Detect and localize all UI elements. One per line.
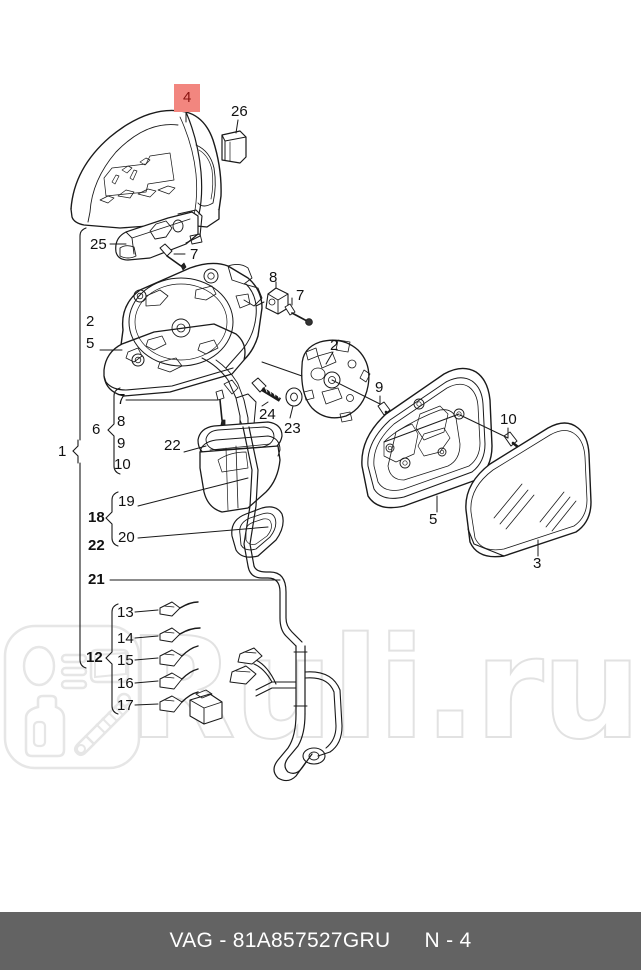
callout-5-left: 5 [86,335,95,352]
part-wiring-harness [189,426,343,782]
callout-9: 9 [375,379,384,396]
part-connector-15 [159,645,199,667]
part-connector-17 [159,691,199,713]
callout-20: 20 [118,529,135,546]
callout-21: 21 [88,571,105,588]
callout-9-group: 9 [117,435,126,452]
callout-14: 14 [117,630,134,647]
callout-22-group: 22 [88,537,105,554]
callout-8-group: 8 [117,413,126,430]
callout-15: 15 [117,652,134,669]
callout-17: 17 [117,697,134,714]
part-nut-23 [285,387,303,407]
callout-1: 1 [58,443,67,460]
exploded-diagram [70,103,592,782]
callout-5-carrier: 5 [429,511,438,528]
catalog-code: VAG - 81A857527GRU [169,929,391,952]
callout-26: 26 [231,103,248,120]
callout-23: 23 [284,420,301,437]
part-mirror-cover-cap [70,109,222,229]
part-bolt-24 [251,377,282,402]
callout-24: 24 [259,406,276,423]
callout-25: 25 [90,236,107,253]
callout-3: 3 [533,555,542,572]
part-connector-13 [159,601,199,617]
callout-13: 13 [117,604,134,621]
callout-7-group: 7 [117,391,126,408]
part-base-cover-19 [199,435,281,513]
callout-2-plate: 2 [330,337,339,354]
callout-2-left: 2 [86,313,95,330]
callout-8: 8 [269,269,278,286]
callout-19: 19 [118,493,135,510]
callout-7-right: 7 [296,287,305,304]
part-mirror-housing [103,262,263,445]
part-mirror-mount-bracket [115,209,203,261]
page-reference: N - 4 [424,929,472,952]
callout-4-highlighted: 4 [174,84,201,112]
grouping-brackets [72,227,121,715]
callout-10: 10 [500,411,517,428]
part-screw-7-housing [215,389,226,426]
footer-bar: VAG - 81A857527GRU N - 4 [0,912,641,970]
callout-6-group: 6 [92,421,101,438]
callout-7-top: 7 [190,246,199,263]
part-screw-7-right [284,303,313,326]
part-screw-7-top [159,243,187,271]
callout-12: 12 [86,649,103,666]
part-connector-14 [159,627,201,643]
part-cover-clip [221,130,247,164]
part-motor-plate [301,339,371,423]
part-mirror-glass [465,422,592,558]
callout-16: 16 [117,675,134,692]
part-connector-16 [159,668,199,690]
part-glass-carrier [361,367,493,509]
callout-22-upper: 22 [164,437,181,454]
part-seal-20-lower [231,506,284,558]
leader-lines [99,103,539,706]
callout-10-group: 10 [114,456,131,473]
callout-18: 18 [88,509,105,526]
